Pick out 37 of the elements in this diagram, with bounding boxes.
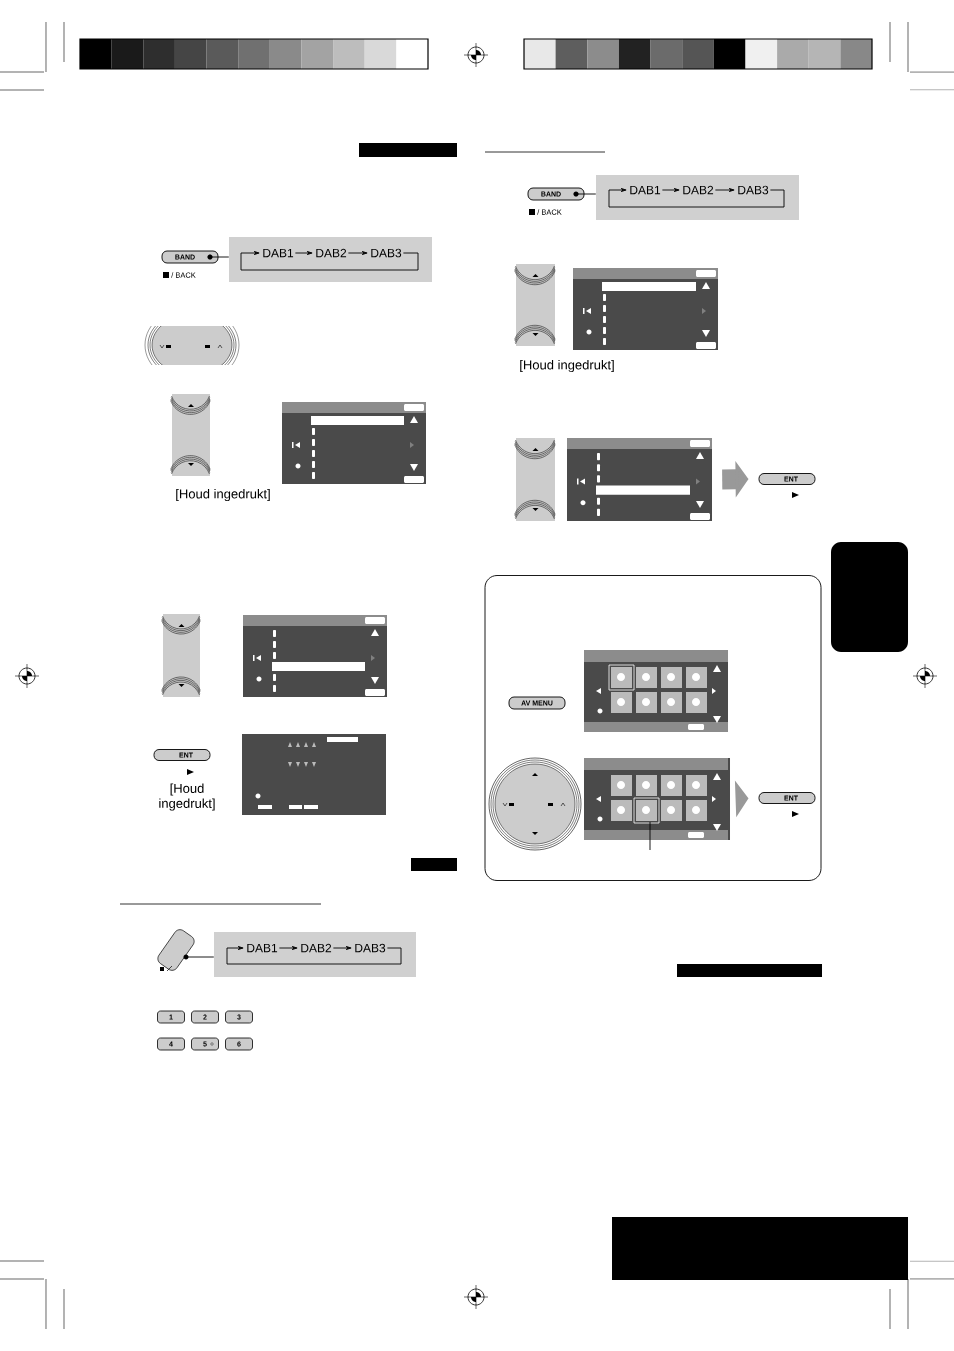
leader-line xyxy=(649,821,651,851)
heading-bar xyxy=(612,1217,908,1280)
mode-label: DAB3 xyxy=(355,943,386,953)
arrow xyxy=(661,188,680,192)
connector-line xyxy=(209,256,230,258)
band-sequence-box xyxy=(596,175,799,220)
arrow xyxy=(294,251,313,255)
note-panel xyxy=(484,575,822,881)
heading-bar xyxy=(677,964,822,977)
mode-label: DAB1 xyxy=(247,943,278,953)
display-screen xyxy=(584,758,730,840)
instruction-text: [Houd ingedrukt] xyxy=(520,359,614,373)
arrow xyxy=(347,251,368,255)
instruction-text: [Houd ingedrukt] xyxy=(159,783,215,811)
arrow xyxy=(714,188,735,192)
mode-label: DAB2 xyxy=(316,248,347,258)
mode-label: DAB3 xyxy=(738,185,769,195)
mode-label: DAB2 xyxy=(301,943,332,953)
arrow xyxy=(226,946,402,965)
mode-label: DAB1 xyxy=(630,185,661,195)
mode-label: DAB1 xyxy=(263,248,294,258)
connector-line xyxy=(575,193,597,195)
band-back-key xyxy=(160,954,189,972)
mode-label: DAB2 xyxy=(683,185,714,195)
heading-bar xyxy=(359,143,457,157)
band-sequence-box xyxy=(214,932,416,977)
band-sequence-box xyxy=(229,237,432,282)
display-screen xyxy=(567,438,712,521)
heading-bar xyxy=(411,858,457,871)
section-tab xyxy=(831,542,908,652)
arrow xyxy=(332,946,352,950)
arrow xyxy=(608,188,785,208)
arrow xyxy=(278,946,298,950)
arrow xyxy=(240,251,419,271)
mode-label: DAB3 xyxy=(371,248,402,258)
connector-line xyxy=(185,956,215,958)
instruction-text: [Houd ingedrukt] xyxy=(176,488,270,502)
